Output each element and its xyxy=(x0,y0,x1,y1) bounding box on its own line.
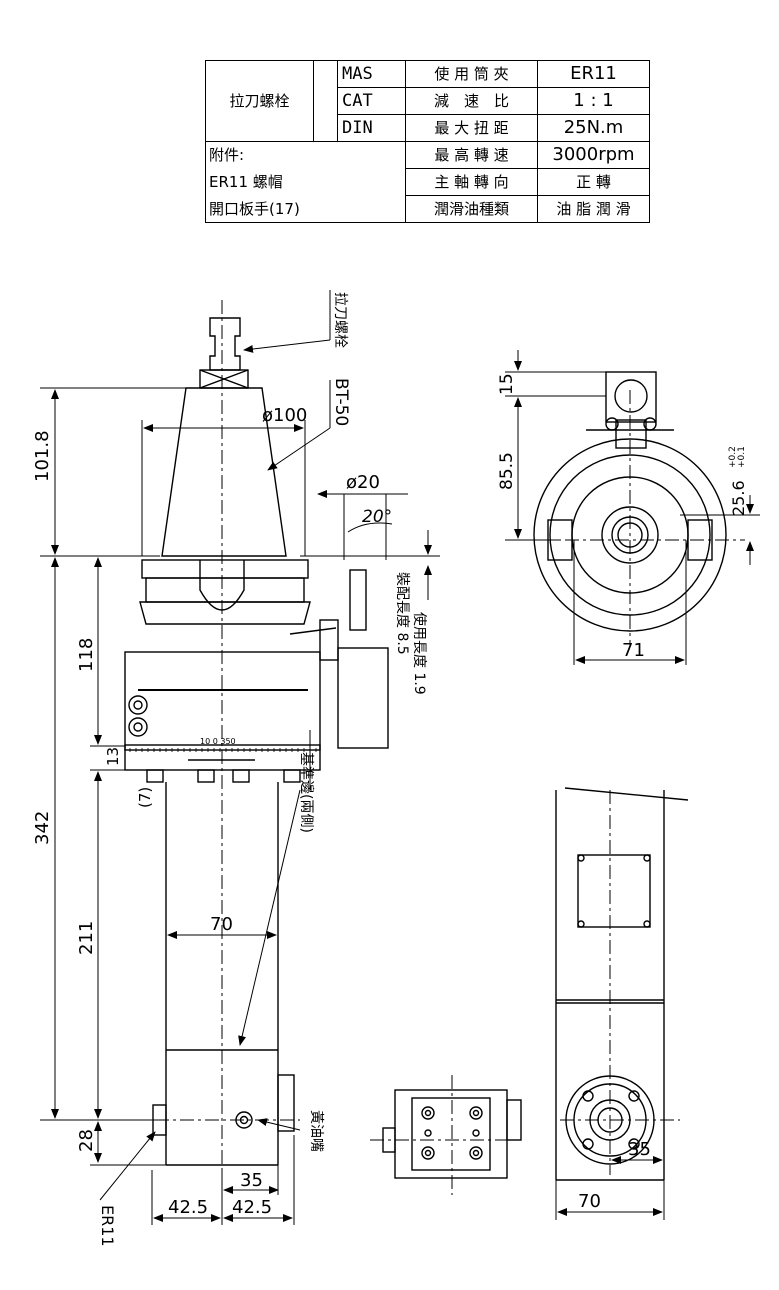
dim-top-25: 25.6 xyxy=(729,480,748,516)
dim-h-211: 211 xyxy=(76,921,97,955)
callout-use-length: 使用長度 1.9 xyxy=(411,612,428,695)
dim-angle: 20° xyxy=(362,507,392,527)
spec-table: 拉刀螺栓 MAS 使 用 筒 夾 ER11 CAT 減 速 比 1 : 1 DI… xyxy=(205,60,650,223)
dim-w-42a: 42.5 xyxy=(168,1197,208,1218)
front-centerlines xyxy=(130,300,300,1170)
spec-value-lubricant: 油 脂 潤 滑 xyxy=(537,195,650,223)
dim-top-15: 15 xyxy=(497,373,517,395)
dim-h-28: 28 xyxy=(76,1129,97,1152)
dim-d-pin: ø20 xyxy=(346,472,380,493)
dim-d-taper: ø100 xyxy=(262,405,307,426)
callout-datum-surface: 基準邊(兩側) xyxy=(298,752,315,833)
side-view xyxy=(555,787,689,1181)
callout-collet: ER11 xyxy=(98,1205,117,1247)
dimension-lines xyxy=(40,350,760,1225)
dim-h-101: 101.8 xyxy=(32,430,53,482)
spec-label-speed: 最 高 轉 速 xyxy=(405,141,538,169)
accessory-wrench: 開口板手(17) xyxy=(205,195,406,223)
spec-label-torque: 最 大 扭 距 xyxy=(405,114,538,142)
dim-h-7: (7) xyxy=(136,787,154,808)
pull-stud-cell: 拉刀螺栓 xyxy=(205,60,314,142)
dim-w-42b: 42.5 xyxy=(232,1197,272,1218)
spec-label-collet: 使 用 筒 夾 xyxy=(405,60,538,88)
dim-h-342: 342 xyxy=(32,811,53,845)
callout-install-length: 裝配長度 8.5 xyxy=(394,572,410,655)
callout-pull-stud: 拉刀螺栓 xyxy=(332,292,348,348)
accessory-nut: ER11 螺帽 xyxy=(205,168,406,196)
dim-w-35-front: 35 xyxy=(240,1170,263,1191)
callout-taper: BT-50 xyxy=(331,378,351,426)
accessories-title: 附件: xyxy=(205,141,406,169)
spec-label-ratio: 減 速 比 xyxy=(405,87,538,115)
dim-top-tol-minus: +0.1 xyxy=(737,446,747,468)
top-centerlines xyxy=(515,390,745,645)
drawing-text: 拉刀螺栓 BT-50 ø100 ø20 20° 裝配長度 8.5 使用長度 1.… xyxy=(32,292,748,1247)
spec-value-torque: 25N.m xyxy=(537,114,650,142)
scale-numbers: 10 0 350 xyxy=(200,737,236,746)
spec-label-lubricant: 潤滑油種類 xyxy=(405,195,538,223)
side-centerlines xyxy=(560,790,680,1175)
front-view xyxy=(124,317,389,1166)
dim-h-13: 13 xyxy=(104,747,122,766)
dim-top-71: 71 xyxy=(622,640,645,661)
spec-value-direction: 正 轉 xyxy=(537,168,650,196)
dim-w-70-front: 70 xyxy=(210,914,233,935)
dim-side-70: 70 xyxy=(578,1191,601,1212)
dim-side-35: 35 xyxy=(628,1139,651,1160)
callout-grease-nipple: 黃油嘴 xyxy=(308,1110,324,1152)
dim-top-tol-plus: +0.2 xyxy=(728,446,738,468)
dim-top-85: 85.5 xyxy=(497,452,517,490)
bottom-centerlines xyxy=(370,1075,520,1195)
dim-h-118: 118 xyxy=(76,638,97,672)
leader-lines xyxy=(99,290,331,1201)
